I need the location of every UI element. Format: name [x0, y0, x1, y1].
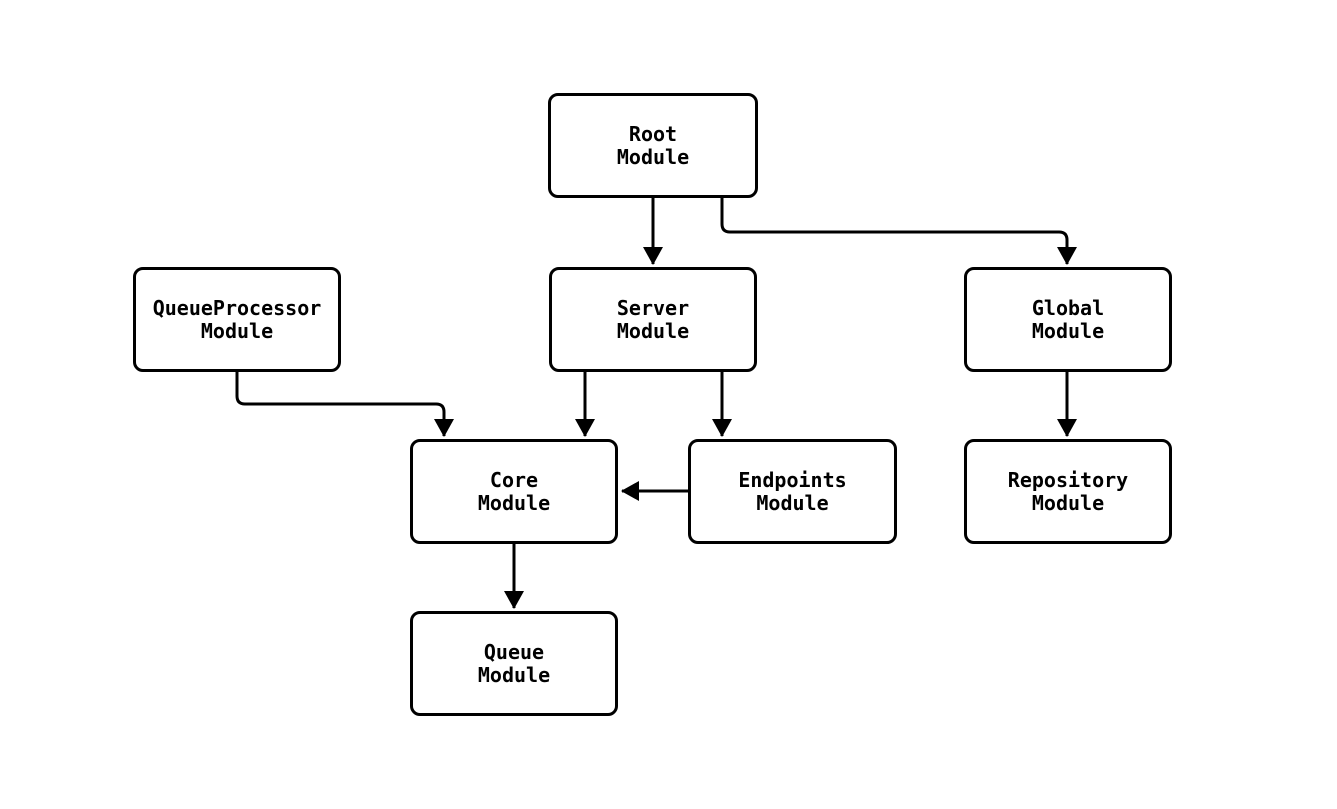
edge-root-to-global	[720, 198, 1077, 265]
node-label-line: Module	[756, 490, 829, 515]
edge-queueprocessor-to-core	[235, 372, 454, 437]
node-label-line: Module	[477, 662, 551, 687]
edge-group	[235, 198, 1077, 609]
node-label-line: Global	[1031, 295, 1105, 320]
node-server-module: Server Module	[549, 267, 757, 372]
node-label-line: Server	[616, 295, 690, 320]
node-global-module: Global Module	[964, 267, 1172, 372]
node-label-line: Module	[477, 490, 551, 515]
node-label-line: Endpoints	[738, 467, 847, 492]
node-label-line: Core	[489, 467, 539, 492]
node-label-line: Module	[616, 318, 690, 343]
node-core-module: Core Module	[410, 439, 618, 544]
node-label-line: QueueProcessor	[152, 295, 322, 320]
node-repository-module: Repository Module	[964, 439, 1172, 544]
node-endpoints-module: Endpoints Module	[688, 439, 897, 544]
node-label-line: Repository	[1007, 467, 1129, 492]
node-root-module: Root Module	[548, 93, 758, 198]
node-label-line: Module	[1031, 490, 1105, 515]
node-label-line: Module	[200, 318, 274, 343]
node-label-line: Module	[1031, 318, 1105, 343]
node-label-line: Queue	[483, 639, 545, 664]
node-queueprocessor-module: QueueProcessor Module	[133, 267, 341, 372]
node-queue-module: Queue Module	[410, 611, 618, 716]
node-label-line: Module	[616, 144, 690, 169]
node-label-line: Root	[628, 121, 678, 146]
